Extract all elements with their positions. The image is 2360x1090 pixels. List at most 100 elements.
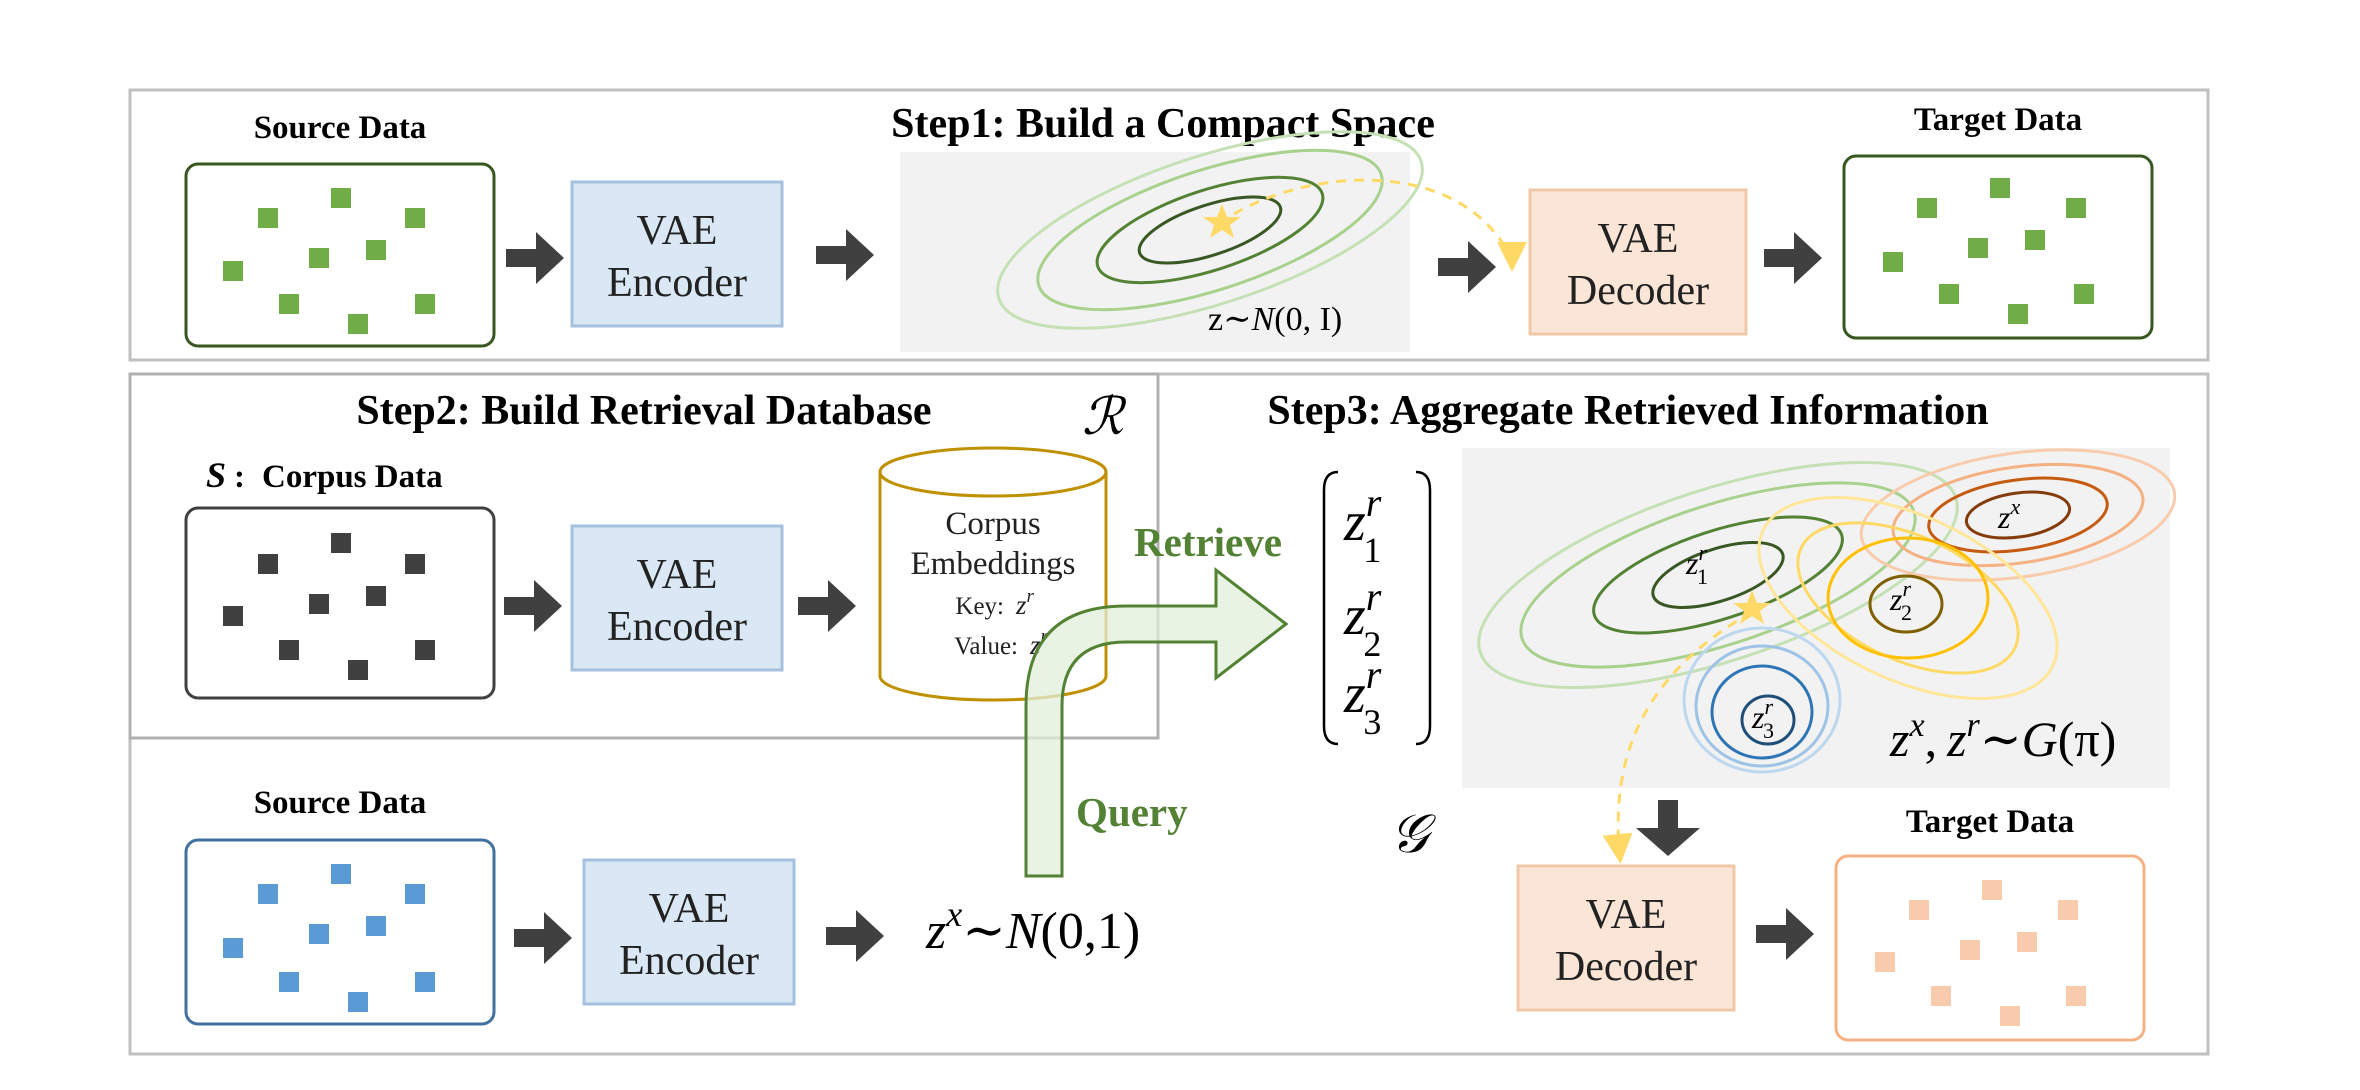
data-dot bbox=[415, 640, 435, 660]
db-key-label: Key: bbox=[955, 593, 1004, 620]
data-dot bbox=[309, 594, 329, 614]
step3-decoder-box bbox=[1516, 864, 1736, 1012]
data-dot bbox=[258, 554, 278, 574]
query-label: Query bbox=[1076, 789, 1188, 835]
data-dot bbox=[223, 606, 243, 626]
cluster-zx-label: zx bbox=[1997, 494, 2020, 535]
right-arrow-icon bbox=[504, 580, 562, 632]
step2-frame bbox=[128, 372, 1160, 740]
mixture-symbol: 𝒢 bbox=[1390, 804, 1437, 864]
right-arrow-icon bbox=[816, 229, 874, 281]
cluster-z3-contours bbox=[1682, 626, 1842, 774]
cluster-z2-inner bbox=[1826, 536, 1990, 660]
step3-decoder-line2: Decoder bbox=[1555, 944, 1697, 990]
data-dot bbox=[2058, 900, 2078, 920]
data-dot bbox=[2074, 284, 2094, 304]
cluster-zx-contours bbox=[1859, 448, 2177, 582]
step3-encoder-box bbox=[582, 858, 796, 1006]
data-dot bbox=[331, 864, 351, 884]
step3-encoder-line2: Encoder bbox=[619, 938, 759, 984]
step3-target-dots bbox=[1875, 880, 2086, 1026]
corpus-label: Corpus Data bbox=[262, 459, 443, 495]
right-arrow-icon bbox=[798, 580, 856, 632]
data-dot bbox=[1883, 252, 1903, 272]
data-dot bbox=[405, 554, 425, 574]
db-line2: Embeddings bbox=[911, 546, 1076, 582]
data-dot bbox=[1968, 238, 1988, 258]
step1-decoder-line2: Decoder bbox=[1567, 268, 1709, 314]
step1-target-dots bbox=[1883, 178, 2094, 324]
data-dot bbox=[1982, 880, 2002, 900]
data-dot bbox=[1875, 952, 1895, 972]
step1-title: Step1: Build a Compact Space bbox=[891, 101, 1435, 147]
star-icon bbox=[1733, 590, 1771, 624]
down-arrow-icon bbox=[1636, 800, 1700, 856]
data-dot bbox=[348, 992, 368, 1012]
data-dot bbox=[1909, 900, 1929, 920]
data-dot bbox=[415, 294, 435, 314]
step1-encoder-line2: Encoder bbox=[607, 260, 747, 306]
step1-sample-path bbox=[1233, 178, 1527, 272]
data-dot bbox=[223, 261, 243, 281]
data-dot bbox=[366, 586, 386, 606]
step1-decoder-box bbox=[1528, 188, 1748, 336]
right-arrow-icon bbox=[1764, 232, 1822, 284]
data-dot bbox=[331, 188, 351, 208]
data-dot bbox=[366, 916, 386, 936]
step3-target-label: Target Data bbox=[1906, 804, 2074, 840]
step1-encoder-box bbox=[570, 180, 784, 328]
step2-encoder-line2: Encoder bbox=[607, 604, 747, 650]
data-dot bbox=[331, 533, 351, 553]
data-dot bbox=[2008, 304, 2028, 324]
step3-decoder-line1: VAE bbox=[1586, 892, 1667, 938]
db-line1: Corpus bbox=[945, 506, 1040, 542]
data-dot bbox=[309, 248, 329, 268]
data-dot bbox=[1917, 198, 1937, 218]
step1-decoder-line1: VAE bbox=[1598, 216, 1679, 262]
data-dot bbox=[366, 240, 386, 260]
data-dot bbox=[309, 924, 329, 944]
star-icon bbox=[1203, 204, 1241, 238]
corpus-dots bbox=[223, 533, 435, 680]
mixture-formula: zx,zr∼G(π) bbox=[1889, 707, 2116, 767]
step3-source-dots bbox=[223, 864, 435, 1012]
data-dot bbox=[348, 660, 368, 680]
right-arrow-icon bbox=[1756, 908, 1814, 960]
step1-source-dots bbox=[223, 188, 435, 334]
query-formula: zx∼N(0,1) bbox=[925, 894, 1140, 960]
data-dot bbox=[2025, 230, 2045, 250]
step1-latent-contours bbox=[996, 130, 1424, 330]
step2-title: Step2: Build Retrieval Database bbox=[356, 388, 931, 434]
data-dot bbox=[415, 972, 435, 992]
db-value-label: Value: bbox=[954, 633, 1018, 660]
data-dot bbox=[2017, 932, 2037, 952]
db-symbol: ℛ bbox=[1082, 389, 1127, 446]
right-arrow-icon bbox=[826, 910, 884, 962]
right-arrow-icon bbox=[506, 232, 564, 284]
step1-source-label: Source Data bbox=[254, 110, 427, 146]
step1-frame bbox=[128, 88, 2210, 362]
step3-encoder-line1: VAE bbox=[649, 886, 730, 932]
step1-encoder-line1: VAE bbox=[637, 208, 718, 254]
right-arrow-icon bbox=[514, 912, 572, 964]
data-dot bbox=[258, 208, 278, 228]
data-dot bbox=[279, 294, 299, 314]
data-dot bbox=[1960, 940, 1980, 960]
step3-sample-path bbox=[1602, 610, 1753, 864]
data-dot bbox=[1990, 178, 2010, 198]
query-retrieve-arrow bbox=[1024, 566, 1289, 878]
data-dot bbox=[405, 208, 425, 228]
right-arrow-icon bbox=[1438, 241, 1496, 293]
vector-right-bracket bbox=[1415, 470, 1432, 746]
data-dot bbox=[223, 938, 243, 958]
corpus-symbol: S bbox=[206, 455, 226, 495]
data-dot bbox=[279, 972, 299, 992]
data-dot bbox=[1931, 986, 1951, 1006]
data-dot bbox=[2000, 1006, 2020, 1026]
data-dot bbox=[1939, 284, 1959, 304]
step2-encoder-line1: VAE bbox=[637, 552, 718, 598]
